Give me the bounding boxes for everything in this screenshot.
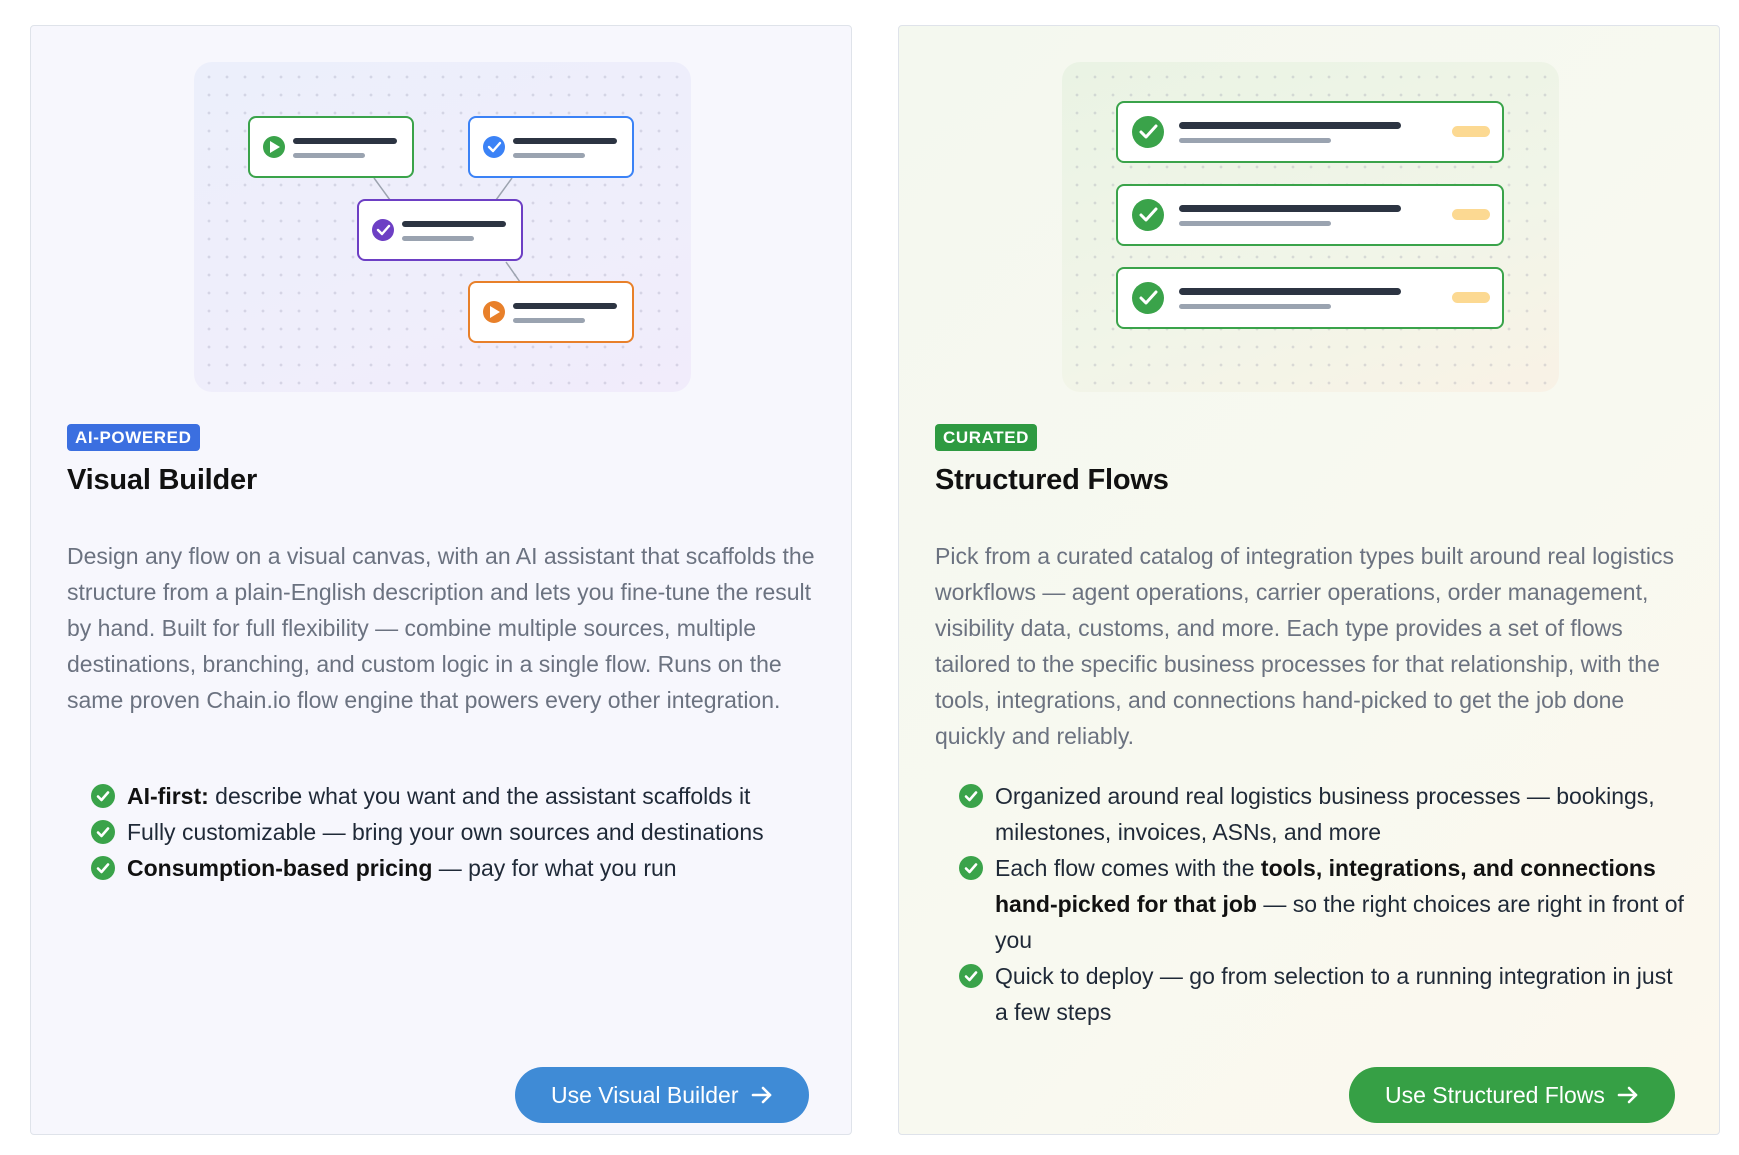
flow-node-check-purple <box>357 199 523 261</box>
checklist-row <box>1116 101 1504 163</box>
feature-bold: AI-first: <box>127 783 209 809</box>
flow-diagram-graphic <box>248 116 634 343</box>
feature-text: Organized around real logistics business… <box>995 783 1655 845</box>
card-description: Pick from a curated catalog of integrati… <box>935 543 1674 749</box>
feature-text: Quick to deploy — go from selection to a… <box>995 963 1673 1025</box>
connector-line <box>373 177 391 201</box>
card-title: Visual Builder <box>67 464 258 496</box>
play-icon <box>490 306 500 318</box>
feature-list: AI-first: describe what you want and the… <box>91 778 821 886</box>
card-description: Design any flow on a visual canvas, with… <box>67 543 815 713</box>
feature-text: describe what you want and the assistant… <box>208 783 751 809</box>
feature-text: Each flow comes with the <box>995 855 1261 881</box>
check-icon <box>1139 290 1158 305</box>
check-circle-icon <box>959 964 983 988</box>
check-icon <box>1139 124 1158 139</box>
feature-item: Fully customizable — bring your own sour… <box>91 814 821 850</box>
feature-text: — pay for what you run <box>432 855 677 881</box>
check-circle-icon <box>91 856 115 880</box>
feature-text: — so the right choices are right in fron… <box>995 891 1684 953</box>
checklist-graphic <box>1116 101 1504 329</box>
checklist-row <box>1116 267 1504 329</box>
arrow-right-icon <box>1617 1086 1638 1104</box>
use-structured-flows-button[interactable]: Use Structured Flows <box>1349 1067 1675 1123</box>
button-label: Use Structured Flows <box>1385 1082 1605 1108</box>
curated-badge: CURATED <box>935 424 1038 451</box>
ai-powered-badge: AI-POWERED <box>67 424 200 451</box>
visual-builder-card: AI-POWERED Visual Builder Design any flo… <box>30 25 852 1135</box>
flow-node-play-orange <box>468 281 634 343</box>
feature-list: Organized around real logistics business… <box>959 778 1689 1030</box>
structured-flows-illustration <box>1062 62 1559 392</box>
feature-item: Quick to deploy — go from selection to a… <box>959 958 1689 1030</box>
structured-flows-card: CURATED Structured Flows Pick from a cur… <box>898 25 1720 1135</box>
flow-node-start <box>248 116 414 178</box>
flow-node-check-blue <box>468 116 634 178</box>
visual-builder-illustration <box>194 62 691 392</box>
feature-item: AI-first: describe what you want and the… <box>91 778 821 814</box>
button-label: Use Visual Builder <box>551 1082 739 1108</box>
check-icon <box>487 141 502 153</box>
check-circle-icon <box>959 784 983 808</box>
feature-bold: tools, integrations, and connections han… <box>995 855 1656 917</box>
feature-bold: Consumption-based pricing <box>127 855 433 881</box>
play-icon <box>270 141 280 153</box>
check-circle-icon <box>91 820 115 844</box>
use-visual-builder-button[interactable]: Use Visual Builder <box>515 1067 809 1123</box>
arrow-right-icon <box>751 1086 771 1104</box>
check-circle-icon <box>91 784 115 808</box>
check-icon <box>376 224 391 236</box>
feature-item: Organized around real logistics business… <box>959 778 1689 850</box>
connector-line <box>505 261 521 283</box>
card-title: Structured Flows <box>935 464 1169 496</box>
feature-text: Fully customizable — bring your own sour… <box>127 819 764 845</box>
feature-item: Each flow comes with the tools, integrat… <box>959 850 1689 958</box>
checklist-row <box>1116 184 1504 246</box>
feature-item: Consumption-based pricing — pay for what… <box>91 850 821 886</box>
check-icon <box>1139 207 1158 222</box>
connector-line <box>495 177 513 201</box>
check-circle-icon <box>959 856 983 880</box>
